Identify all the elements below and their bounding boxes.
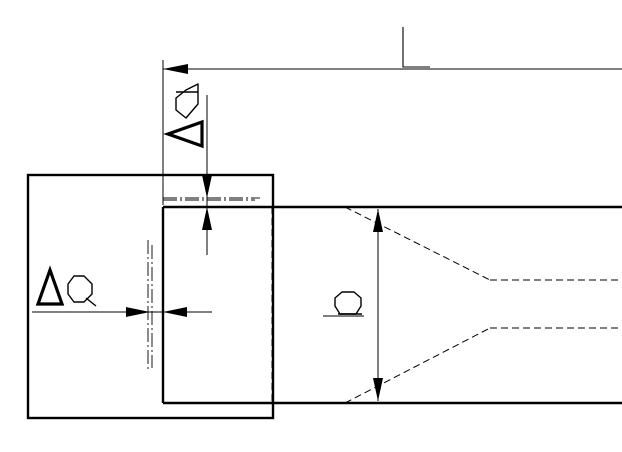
diameter-symbol (334, 291, 362, 315)
delta-a-dimension (32, 240, 212, 372)
outer-housing-outline (26, 173, 275, 420)
delta-diameter-symbol (163, 83, 204, 149)
delta-diameter-dimension (163, 95, 260, 255)
hidden-taper-lines (344, 206, 622, 404)
length-symbol-L (402, 27, 430, 68)
diameter-dimension (323, 209, 383, 401)
shaft-outline (161, 205, 622, 405)
delta-a-symbol (35, 265, 97, 307)
length-dimension (162, 60, 622, 205)
